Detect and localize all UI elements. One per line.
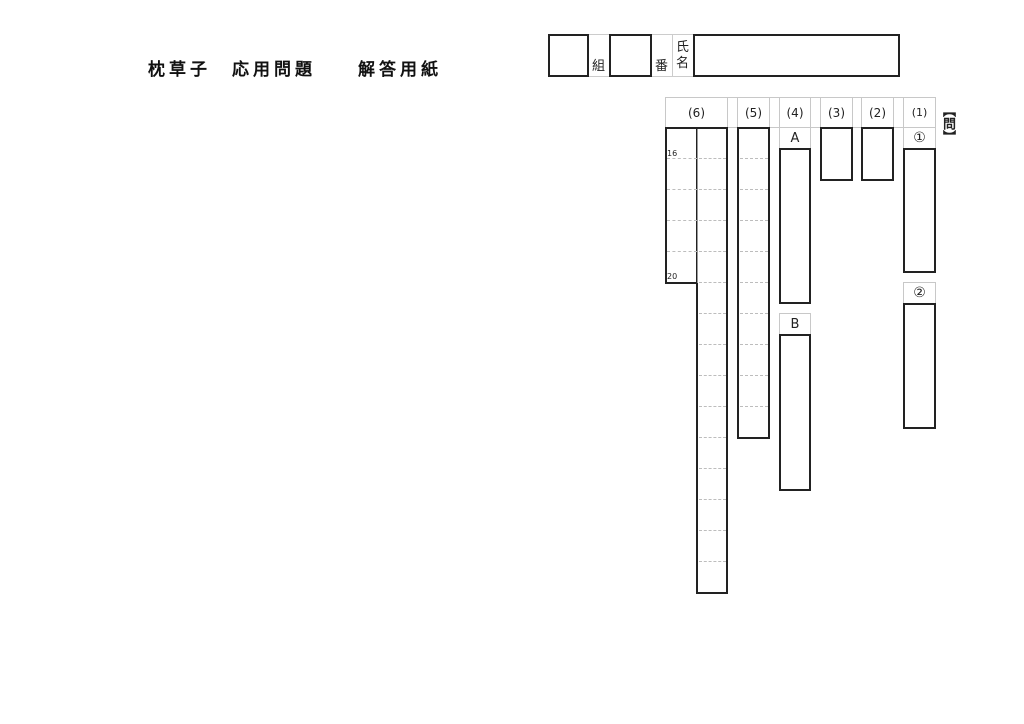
- class-input-box[interactable]: [548, 34, 589, 77]
- guide-line: [740, 220, 768, 221]
- guide-line: [699, 251, 726, 252]
- guide-line: [667, 189, 697, 190]
- number-label: 番: [655, 59, 669, 74]
- guide-line: [740, 189, 768, 190]
- q4-part-a-label: A: [779, 127, 811, 149]
- guide-line: [740, 375, 768, 376]
- q6-answer-box[interactable]: [696, 127, 728, 594]
- q6-answer-box-upper[interactable]: [665, 127, 699, 284]
- page-title: 枕草子 応用問題 解答用紙: [148, 60, 442, 80]
- q1-part-1-answer-box[interactable]: [903, 148, 936, 273]
- name-input-box[interactable]: [693, 34, 900, 77]
- q2-header: (2): [861, 97, 894, 128]
- q6-column-divider: [697, 129, 698, 283]
- q4-part-b-answer-box[interactable]: [779, 334, 811, 491]
- q3-header: (3): [820, 97, 853, 128]
- row-marker-16: 16: [667, 149, 678, 158]
- q4-part-a-answer-box[interactable]: [779, 148, 811, 304]
- guide-line: [740, 251, 768, 252]
- q4-part-b-label: B: [779, 313, 811, 335]
- name-label-cell: 氏 名: [673, 34, 694, 77]
- section-label: 【問】: [940, 104, 955, 143]
- q3-answer-box[interactable]: [820, 127, 853, 181]
- guide-line: [740, 282, 768, 283]
- guide-line: [699, 158, 726, 159]
- q5-answer-box[interactable]: [737, 127, 770, 439]
- number-input-box[interactable]: [609, 34, 652, 77]
- number-label-cell: 番: [652, 34, 673, 77]
- guide-line: [699, 313, 726, 314]
- guide-line: [740, 344, 768, 345]
- class-label: 組: [592, 59, 606, 74]
- guide-line: [699, 282, 726, 283]
- guide-line: [699, 375, 726, 376]
- q1-header: (1): [903, 97, 936, 128]
- q5-header: (5): [737, 97, 770, 128]
- guide-line: [699, 530, 726, 531]
- guide-line: [740, 406, 768, 407]
- guide-line: [667, 220, 697, 221]
- guide-line: [740, 158, 768, 159]
- q4-header: (4): [779, 97, 811, 128]
- q1-part-2-label: ②: [903, 282, 936, 304]
- guide-line: [667, 158, 697, 159]
- name-label-bottom: 名: [676, 56, 690, 71]
- q6-header: (6): [665, 97, 728, 128]
- q2-answer-box[interactable]: [861, 127, 894, 181]
- guide-line: [699, 189, 726, 190]
- q1-part-2-answer-box[interactable]: [903, 303, 936, 429]
- guide-line: [740, 313, 768, 314]
- row-marker-20: 20: [667, 272, 678, 281]
- guide-line: [699, 220, 726, 221]
- guide-line: [699, 344, 726, 345]
- guide-line: [699, 406, 726, 407]
- q1-part-1-label: ①: [903, 127, 936, 149]
- guide-line: [699, 499, 726, 500]
- guide-line: [699, 561, 726, 562]
- guide-line: [667, 251, 697, 252]
- guide-line: [699, 468, 726, 469]
- class-label-cell: 組: [589, 34, 610, 77]
- name-label-top: 氏: [676, 40, 690, 55]
- guide-line: [699, 437, 726, 438]
